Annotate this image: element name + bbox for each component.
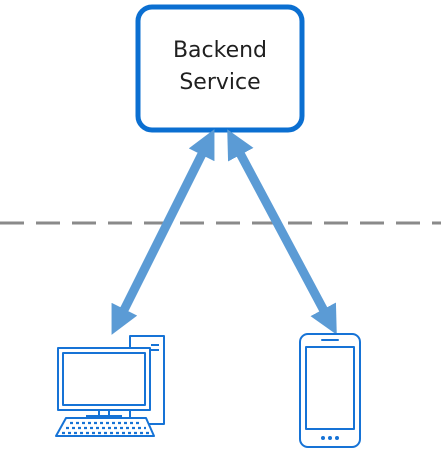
desktop-service-arrow — [111, 129, 215, 335]
service-label-line1: Backend — [173, 38, 267, 63]
desktop-computer-icon — [55, 335, 165, 437]
backend-service-box: Backend Service — [135, 4, 305, 133]
mobile-phone-icon — [299, 333, 361, 448]
phone-service-arrow — [227, 129, 337, 335]
service-label-line2: Service — [179, 70, 260, 95]
